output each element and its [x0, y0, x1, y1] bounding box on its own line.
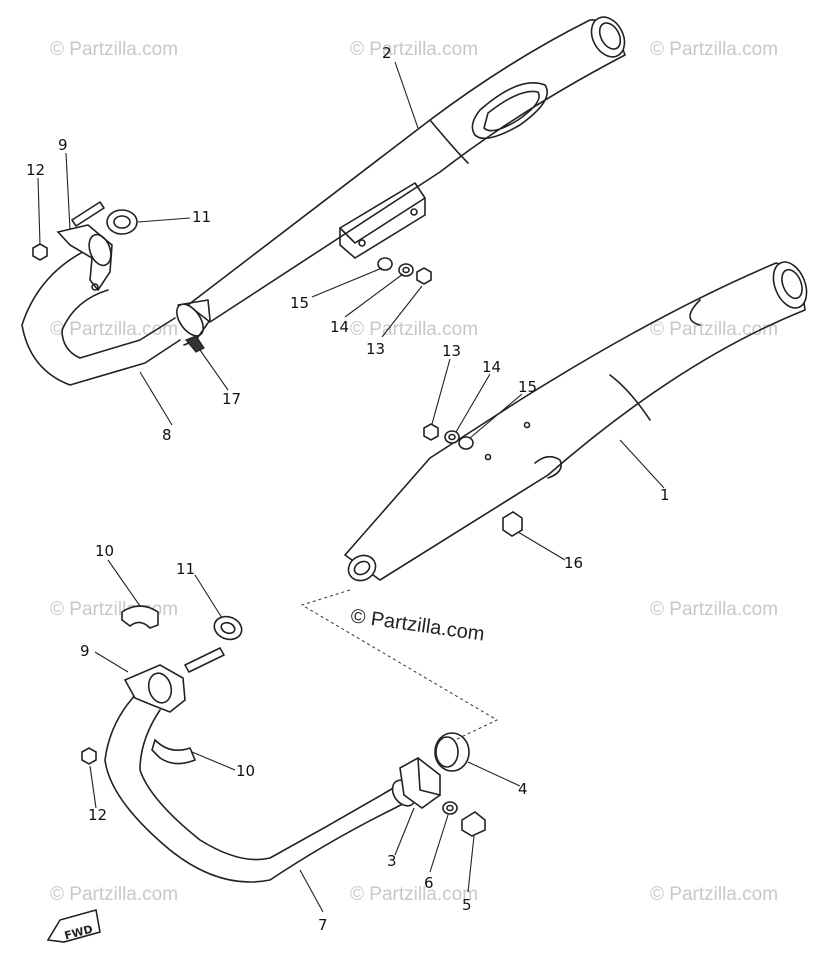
upper-header-pipe [21, 201, 211, 386]
watermark: © Partzilla.com [350, 884, 478, 905]
lower-mounting-hardware [423, 423, 474, 450]
lower-collars [121, 605, 197, 765]
watermark: © Partzilla.com [50, 884, 178, 905]
grommet [502, 511, 523, 537]
callout-15-lower: 15 [518, 378, 537, 396]
callout-7: 7 [318, 916, 328, 934]
callout-10-lower: 10 [236, 762, 255, 780]
watermark: © Partzilla.com [50, 319, 178, 340]
callout-labels: 2 9 12 11 15 14 13 17 8 13 14 15 1 16 10… [26, 44, 670, 934]
callout-14-lower: 14 [482, 358, 501, 376]
callout-15-upper: 15 [290, 294, 309, 312]
clamp-assembly [399, 732, 486, 837]
callout-5: 5 [462, 896, 472, 914]
watermark-layer: © Partzilla.com © Partzilla.com © Partzi… [50, 39, 778, 905]
callout-4: 4 [518, 780, 528, 798]
callout-2: 2 [382, 44, 392, 62]
watermark: © Partzilla.com [50, 599, 178, 620]
lower-nut [81, 747, 97, 765]
lower-muffler [344, 261, 808, 582]
callout-3: 3 [387, 852, 397, 870]
callout-13-lower: 13 [442, 342, 461, 360]
callout-9-lower: 9 [80, 642, 90, 660]
callout-12-upper: 12 [26, 161, 45, 179]
callout-10-upper: 10 [95, 542, 114, 560]
fwd-arrow: FWD [46, 908, 101, 943]
lower-header-pipe [104, 647, 417, 883]
watermark: © Partzilla.com [650, 599, 778, 620]
callout-8: 8 [162, 426, 172, 444]
callout-12-lower: 12 [88, 806, 107, 824]
watermark: © Partzilla.com [650, 319, 778, 340]
upper-muffler [187, 16, 626, 323]
watermark: © Partzilla.com [350, 319, 478, 340]
callout-6: 6 [424, 874, 434, 892]
callout-9-upper: 9 [58, 136, 68, 154]
callout-11-lower: 11 [176, 560, 195, 578]
copyright-text: © Partzilla.com [349, 605, 486, 646]
watermark: © Partzilla.com [350, 39, 478, 60]
callout-17: 17 [222, 390, 241, 408]
callout-11-upper: 11 [192, 208, 211, 226]
callout-16: 16 [564, 554, 583, 572]
callout-13-upper: 13 [366, 340, 385, 358]
callout-14-upper: 14 [330, 318, 349, 336]
upper-mounting-hardware [377, 257, 432, 285]
gasket-upper [106, 209, 138, 235]
watermark: © Partzilla.com [650, 39, 778, 60]
gasket-lower [213, 615, 243, 641]
callout-1: 1 [660, 486, 670, 504]
alignment-lines [300, 589, 499, 741]
watermark: © Partzilla.com [650, 884, 778, 905]
watermark: © Partzilla.com [50, 39, 178, 60]
leader-lines [37, 61, 665, 913]
